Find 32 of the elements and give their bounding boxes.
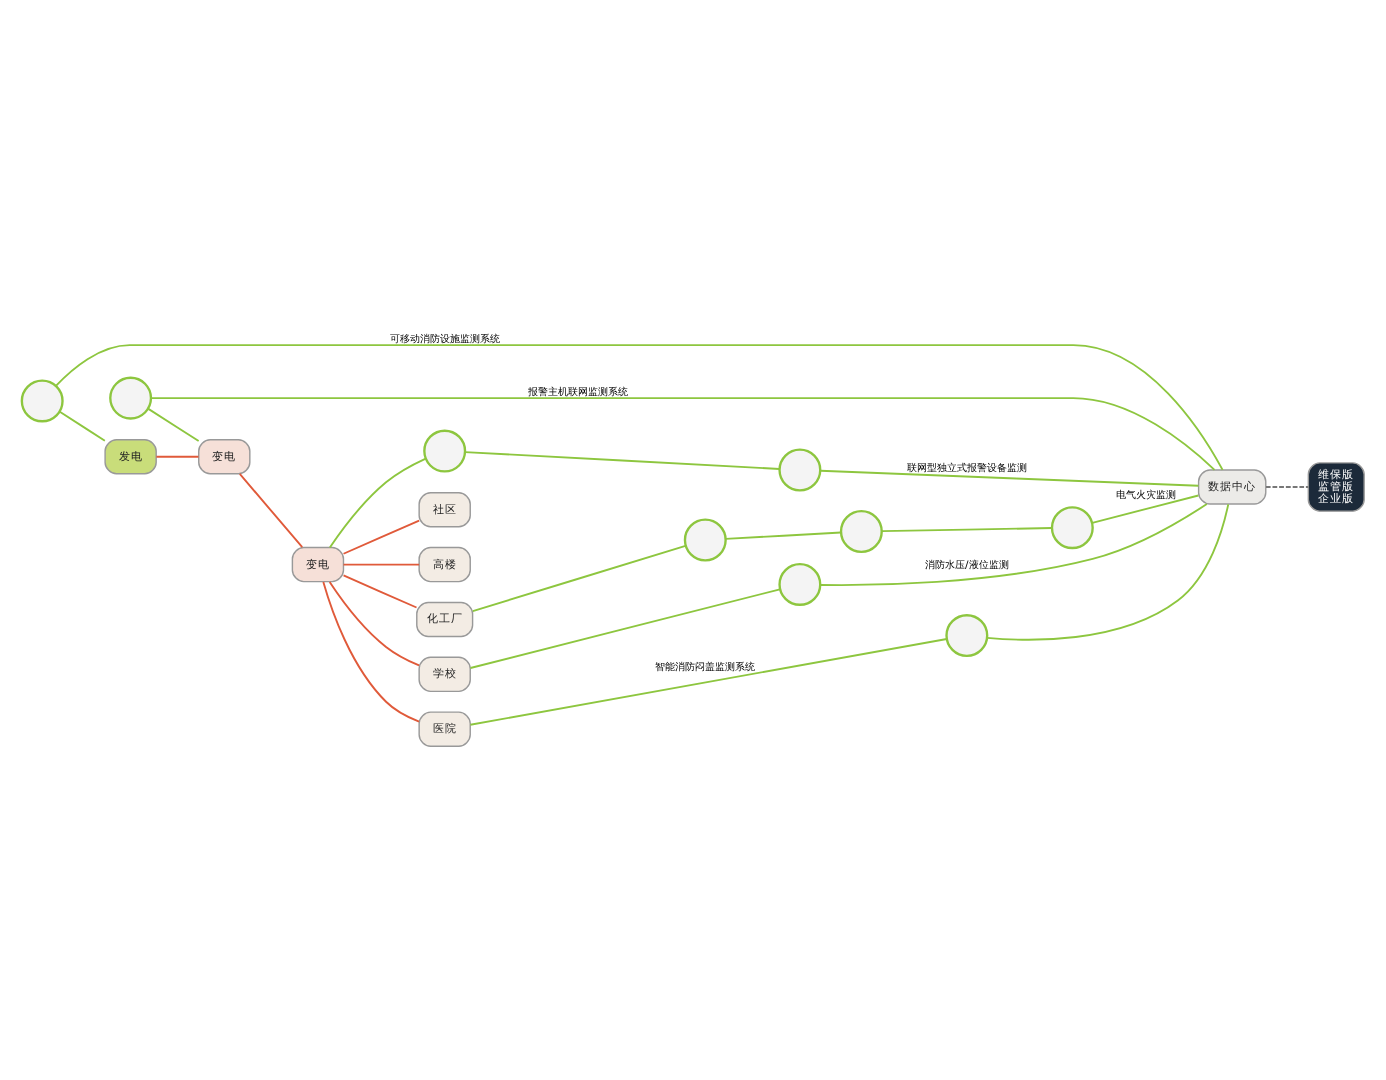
connector [155,455,200,458]
connector [322,581,420,723]
connector [342,574,418,609]
connector [328,457,427,549]
connector [881,527,1053,533]
connector [55,344,1224,471]
connector [150,397,1216,471]
node-circle [1050,506,1094,550]
connector [469,638,948,726]
connector [724,531,842,540]
connector [328,581,420,667]
connector [819,503,1208,587]
connector [342,563,421,566]
connector [819,469,1200,487]
connector [1091,494,1200,524]
connector [1265,486,1310,488]
connector [147,407,200,442]
connector [342,519,421,555]
connector [238,472,304,549]
node-circle [20,379,64,423]
connector [464,451,781,470]
node-circle [683,518,727,562]
connector [469,588,781,669]
node-circle [109,376,153,420]
node-circle [945,614,989,658]
node-circle [423,429,467,473]
connector [986,503,1230,641]
connector [58,410,106,442]
node-circle [839,509,883,553]
connector [471,544,687,613]
node-circle [778,562,822,606]
node-circle [778,448,822,492]
